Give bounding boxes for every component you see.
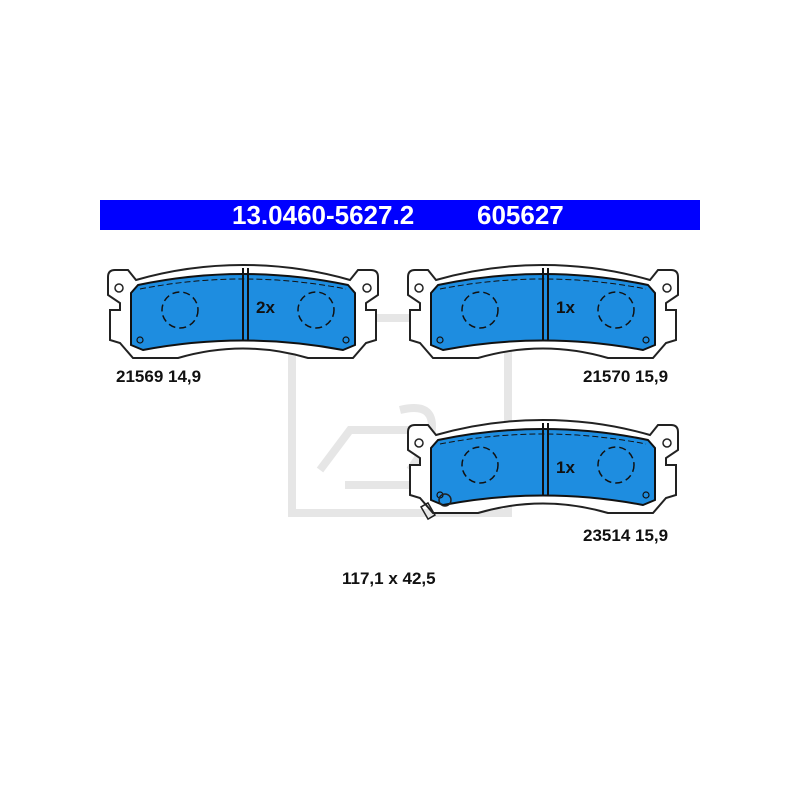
dimensions-label: 117,1 x 42,5 — [342, 569, 436, 588]
pad-thickness: 15,9 — [635, 526, 669, 545]
brake-pad-23514 — [407, 419, 679, 514]
pad-spec-21570: 21570 15,9 — [583, 367, 668, 387]
pad-spec-21569: 21569 14,9 — [116, 367, 201, 387]
quantity-label: 2x — [256, 298, 275, 317]
brake-pad-21569 — [107, 264, 379, 359]
pad-thickness: 15,9 — [635, 367, 669, 386]
product-code: 605627 — [477, 200, 564, 230]
pad-spec-23514: 23514 15,9 — [583, 526, 668, 546]
pad-thickness: 14,9 — [168, 367, 202, 386]
quantity-label: 1x — [556, 298, 575, 317]
part-number: 13.0460-5627.2 — [232, 200, 415, 230]
pad-id: 21569 — [116, 367, 164, 386]
pad-id: 21570 — [583, 367, 631, 386]
wear-sensor-icon — [420, 493, 452, 521]
header-banner: 13.0460-5627.2 605627 — [100, 200, 700, 230]
quantity-label: 1x — [556, 458, 575, 477]
pad-id: 23514 — [583, 526, 631, 545]
brake-pad-21570 — [407, 264, 679, 359]
